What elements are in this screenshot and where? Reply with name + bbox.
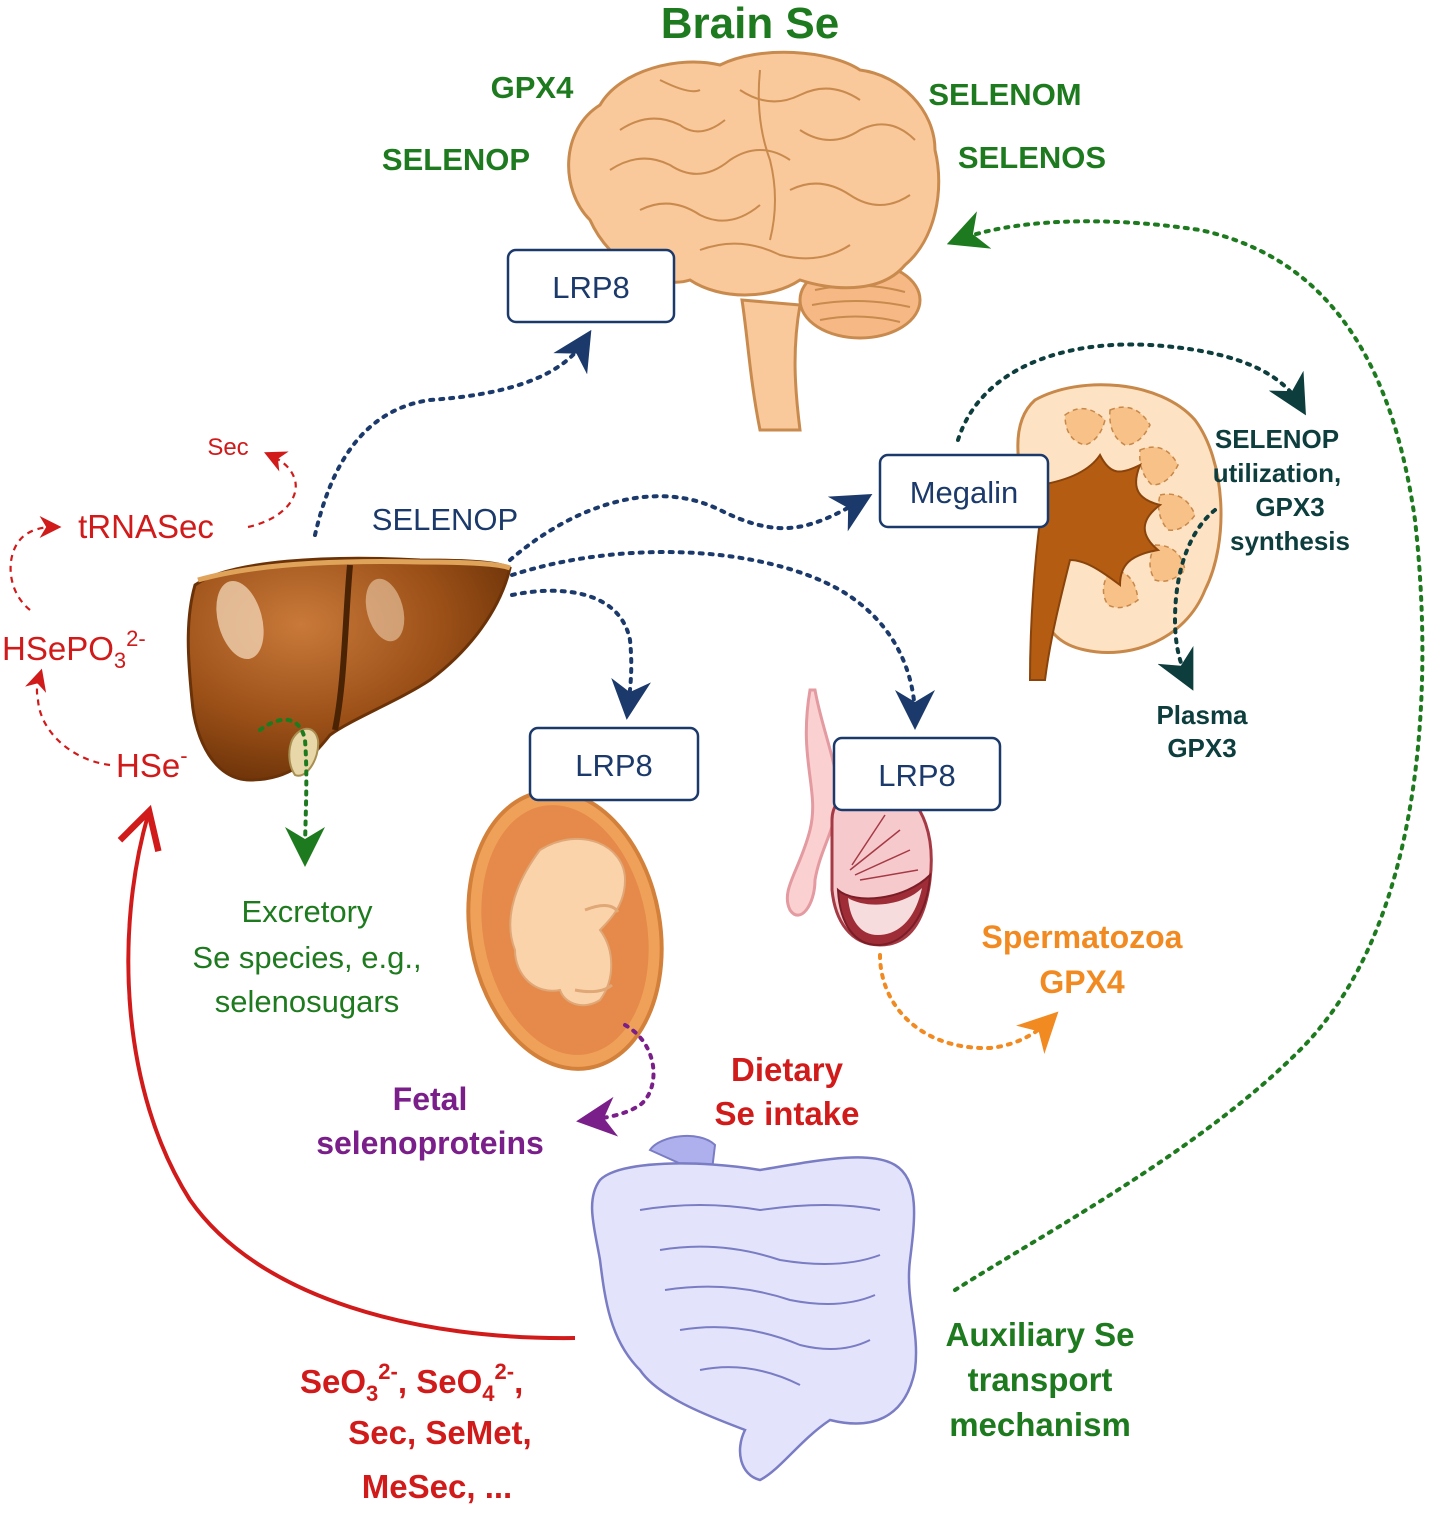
label-sec: Sec [207,434,248,461]
excretory-line1: Excretory [242,894,373,929]
arrow-hse-to-hsepo3 [25,668,111,767]
megalin-label: Megalin [910,475,1019,510]
label-gpx4-brain: GPX4 [491,70,574,105]
fetus-illustration [466,789,664,1071]
fetal-line1: Fetal [393,1081,468,1117]
kidney-text-block: SELENOP utilization, GPX3 synthesis [1213,424,1350,556]
dietary-line2: Se intake [715,1095,860,1132]
lrp8-box-brain [506,248,676,324]
arrow-fetal [576,1023,656,1137]
species-line1: SeO32-, SeO42-, [300,1359,523,1406]
intestine-illustration [590,1134,918,1482]
megalin-box [878,453,1050,529]
excretory-line3: selenosugars [215,984,399,1019]
arrow-auxiliary-to-brain [946,211,1425,1292]
arrow-kidney-utilization [956,342,1306,442]
plasma-line1: Plasma [1156,700,1248,730]
arrow-liver-to-brain [313,329,592,537]
label-selenom: SELENOM [928,77,1081,112]
arrow-kidney-to-plasma [1157,508,1217,691]
brain-illustration [567,50,941,432]
kidney-text-line4: synthesis [1230,526,1350,556]
arrow-liver-to-testis [510,550,935,730]
diagram-title: Brain Se [661,0,840,48]
arrow-spermatozoa [878,953,1059,1054]
lrp8-label-brain: LRP8 [552,270,630,305]
kidney-text-line2: utilization, [1213,458,1342,488]
label-selenop-brain: SELENOP [382,142,530,177]
excretory-line2: Se species, e.g., [192,940,421,975]
lrp8-label-testis: LRP8 [878,758,956,793]
label-hse: HSe- [116,743,188,784]
arrow-trnasec-to-sec [247,451,297,529]
species-line3: MeSec, ... [362,1468,512,1505]
label-trnasec: tRNASec [78,508,214,545]
sperm-line2: GPX4 [1039,964,1125,1000]
kidney-text-line1: SELENOP [1215,424,1339,454]
arrow-liver-excretion [258,717,326,867]
kidney-text-line3: GPX3 [1255,492,1324,522]
kidney-illustration [1016,383,1223,681]
arrow-dietary-to-hse [117,804,576,1341]
plasma-line2: GPX3 [1167,733,1236,763]
sperm-line1: Spermatozoa [982,919,1183,955]
auxiliary-line3: mechanism [949,1406,1131,1443]
lrp8-box-placenta [528,726,700,802]
label-selenop-liver: SELENOP [372,502,518,537]
arrow-hsepo3-to-trnasec [9,516,62,611]
auxiliary-line2: transport [968,1361,1113,1398]
label-selenos: SELENOS [958,140,1106,175]
fetal-line2: selenoproteins [316,1125,544,1161]
testis-illustration [785,688,933,947]
label-hsepo3: HSePO32- [2,626,146,673]
arrow-liver-to-placenta [510,588,651,720]
liver-illustration [186,556,512,782]
lrp8-label-placenta: LRP8 [575,748,653,783]
species-line2: Sec, SeMet, [348,1414,531,1451]
dietary-line1: Dietary [731,1051,844,1088]
lrp8-box-testis [832,736,1002,812]
auxiliary-line1: Auxiliary Se [946,1316,1135,1353]
arrow-liver-to-kidney [508,494,873,562]
